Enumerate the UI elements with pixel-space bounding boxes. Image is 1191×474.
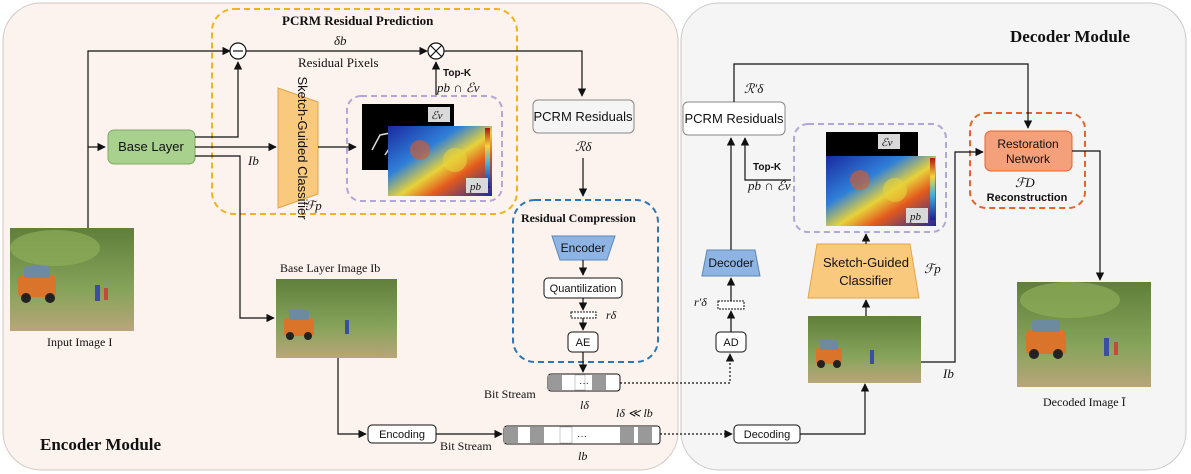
- top-k-label-dec: Top-K: [753, 162, 782, 173]
- decoder-module-title: Decoder Module: [1010, 27, 1131, 46]
- pcrm-residuals-dec-label: PCRM Residuals: [685, 111, 784, 126]
- arrow-bitstream-to-ad: [620, 353, 735, 384]
- base-layer-image-caption: Base Layer Image Ib: [280, 261, 380, 275]
- delta-b-label: δb: [334, 33, 347, 48]
- sketch-classifier-dec-label-2: Classifier: [839, 273, 893, 288]
- heatmap-enc: pb: [388, 126, 492, 196]
- pb-cap-ev-label-enc: pb ∩ ℰv: [436, 80, 480, 95]
- r-prime-delta-label: r′δ: [694, 295, 707, 309]
- ev-label-dec: ℰv: [881, 137, 893, 149]
- fd-label: ℱD: [1015, 175, 1035, 190]
- r-delta-cal-label: ℛδ: [575, 139, 592, 154]
- decoding-label: Decoding: [744, 429, 790, 441]
- arrow-base-to-baseimage: [195, 155, 275, 323]
- base-bitstream: ···: [503, 425, 661, 445]
- bit-stream-label-small: Bit Stream: [484, 387, 536, 401]
- arrow-pcrm-to-restoration: [733, 63, 1033, 129]
- minus-operator-icon: [229, 42, 247, 60]
- arrow-input-to-pixels: [87, 46, 231, 147]
- encoding-label: Encoding: [379, 429, 425, 441]
- l-b-label: lb: [578, 449, 587, 463]
- pcrm-residuals-enc-node: [532, 99, 635, 134]
- pb-label-enc: pb: [469, 181, 482, 193]
- arrow-maps-to-pcrm-dec: [740, 137, 791, 181]
- ib-label-dec: Ib: [942, 366, 954, 381]
- bit-stream-label-large: Bit Stream: [440, 439, 492, 453]
- arrow-decoding-to-image: [800, 383, 870, 435]
- arrow-baseimage-to-encoding: [337, 358, 367, 439]
- decoded-image: [1017, 282, 1151, 387]
- svg-text:···: ···: [579, 378, 589, 389]
- maps-region-enc: [346, 95, 503, 202]
- multiply-operator-icon: [427, 42, 445, 60]
- arrow-base-to-minus: [195, 61, 243, 138]
- residual-compression-title: Residual Compression: [521, 211, 636, 225]
- r-prime-cal-label: ℛ′δ: [744, 81, 764, 96]
- ib-label-enc: Ib: [247, 153, 259, 168]
- input-image-caption: Input Image I: [47, 335, 112, 349]
- pb-label-dec: pb: [909, 211, 922, 223]
- ad-label: AD: [723, 337, 738, 349]
- base-layer-label: Base Layer: [118, 139, 184, 154]
- svg-text:···: ···: [577, 431, 587, 442]
- pcrm-prediction-title: PCRM Residual Prediction: [282, 13, 434, 28]
- heatmap-dec: pb: [826, 156, 936, 226]
- arrow-times-to-pcrm: [444, 50, 587, 97]
- restoration-label-2: Network: [1006, 152, 1051, 166]
- encoder-node: [551, 235, 616, 261]
- sketch-classifier-enc-node: [277, 87, 319, 209]
- encoder-module-panel: [2, 2, 679, 471]
- maps-region-dec: [793, 123, 947, 233]
- decoded-base-image: [808, 316, 921, 383]
- sketch-classifier-dec-node: [807, 243, 920, 299]
- decoded-image-caption: Decoded Image Ī: [1043, 395, 1126, 409]
- decoder-label: Decoder: [708, 256, 753, 270]
- quantization-label: Quantilization: [550, 283, 617, 295]
- ev-label-enc: ℰv: [431, 110, 443, 122]
- encoder-label: Encoder: [561, 241, 606, 255]
- pb-cap-ev-label-dec: pb ∩ ℰv: [747, 178, 791, 193]
- pcrm-prediction-region: [211, 8, 518, 215]
- residual-bitstream: ···: [547, 373, 621, 392]
- arrow-image-to-restoration: [921, 147, 984, 363]
- l-delta-ll-lb-label: lδ ≪ lb: [616, 406, 653, 420]
- arrow-restoration-to-output: [1072, 150, 1105, 281]
- reconstruction-label: Reconstruction: [987, 192, 1068, 204]
- input-image: [10, 228, 134, 331]
- fp-label-dec: ℱp: [924, 261, 941, 276]
- r-delta-vector: [570, 311, 597, 319]
- residual-pixels-label: Residual Pixels: [298, 55, 379, 70]
- restoration-label-1: Restoration: [997, 137, 1058, 151]
- residual-compression-region: [512, 199, 659, 363]
- ae-label: AE: [576, 337, 591, 349]
- top-k-label-enc: Top-K: [443, 68, 472, 79]
- r-delta-label: rδ: [606, 308, 617, 322]
- sketch-classifier-dec-label-1: Sketch-Guided: [823, 255, 909, 270]
- sketch-classifier-enc-label: Sketch-Guided Classifier: [295, 76, 310, 220]
- pcrm-residuals-enc-label: PCRM Residuals: [534, 109, 633, 124]
- encoder-module-title: Encoder Module: [40, 435, 162, 454]
- fp-label-enc: ℱp: [305, 198, 322, 213]
- r-prime-vector: [717, 300, 745, 310]
- l-delta-label: lδ: [580, 398, 589, 412]
- decoder-node: [701, 249, 761, 277]
- base-layer-image: [276, 279, 397, 358]
